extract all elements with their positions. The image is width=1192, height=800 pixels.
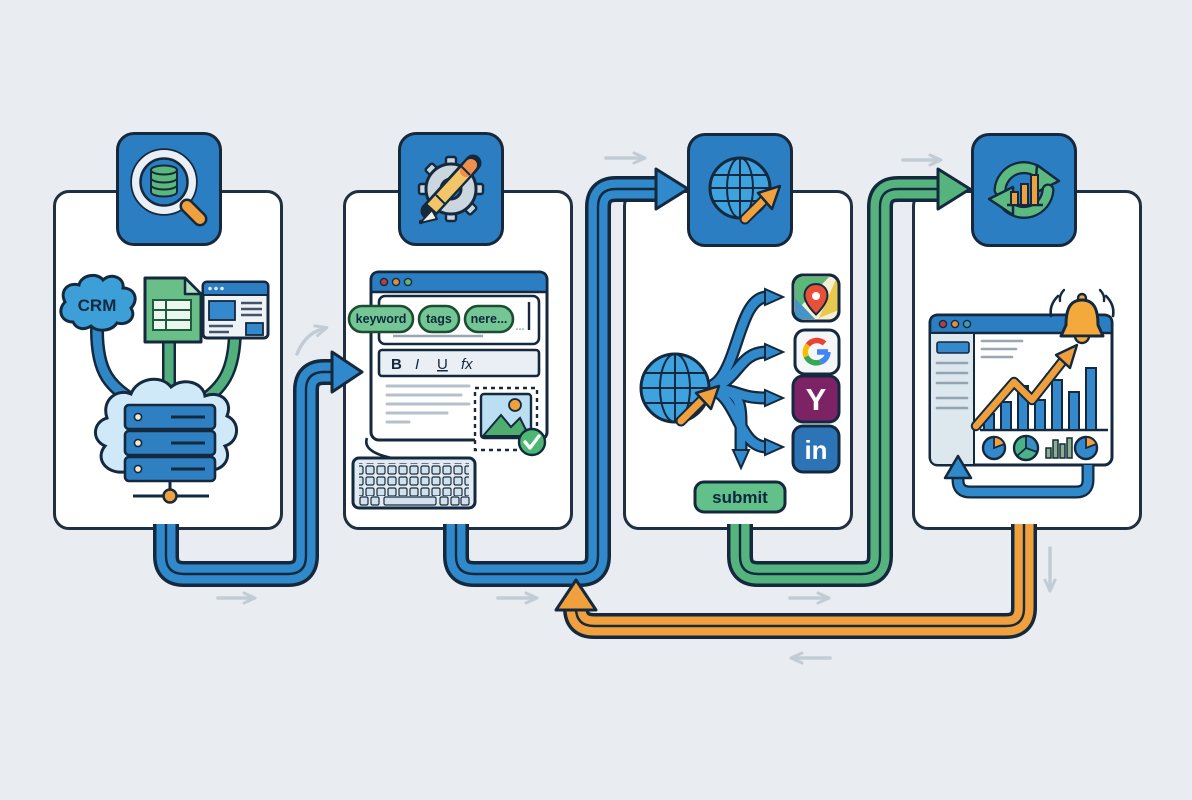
cloud-server-icon: [94, 377, 238, 504]
window-dot-teal: [962, 319, 972, 329]
window-dot-orange: [391, 277, 401, 287]
spreadsheet-icon: [143, 276, 203, 344]
tag-chip-keyword[interactable]: keyword: [347, 304, 415, 334]
crm-label: CRM: [78, 296, 117, 315]
database-search-icon: [130, 148, 208, 227]
globe-cursor-icon: [639, 352, 721, 427]
window-dot-red: [379, 277, 389, 287]
platform-icon-yahoo[interactable]: Y: [791, 374, 841, 424]
input-ellipsis: ...: [515, 321, 524, 333]
window-dot-green: [403, 277, 413, 287]
gear-pencil-icon: [417, 154, 485, 225]
network-node-dot: [162, 488, 178, 504]
svg-text:nere...: nere...: [471, 312, 508, 326]
sync-analytics-icon: [987, 161, 1061, 219]
pipe-feedback-loop: [554, 524, 1037, 639]
bar-chart: [980, 367, 1108, 432]
window-dot-red: [938, 319, 948, 329]
platform-icon-linkedin[interactable]: in: [791, 424, 841, 474]
underline-button[interactable]: U: [437, 356, 448, 373]
crm-cloud-icon: CRM: [59, 273, 137, 332]
database-icon: [150, 164, 178, 198]
spacebar-key: [383, 496, 437, 506]
step2-badge: [398, 132, 504, 246]
hint-arrow-curved: [295, 324, 329, 356]
check-icon: [517, 427, 547, 457]
bar-chart-icon: [1007, 174, 1043, 207]
svg-text:keyword: keyword: [356, 312, 407, 326]
mini-charts-row: [981, 434, 1099, 462]
tag-chips: keyword tags nere... ...: [347, 302, 531, 334]
tag-chip-more[interactable]: nere...: [463, 304, 515, 334]
sun-icon: [508, 398, 522, 412]
svg-text:tags: tags: [426, 312, 452, 326]
svg-text:Y: Y: [806, 382, 827, 417]
notification-bell-icon: [1049, 288, 1115, 345]
panel4-graphics: [928, 288, 1115, 499]
globe-cursor-icon: [708, 156, 782, 225]
webpage-icon: [201, 280, 270, 340]
dashboard-text-lines: [980, 339, 1024, 359]
image-placeholder[interactable]: [473, 386, 547, 457]
keyboard-icon: [351, 437, 477, 510]
trend-arrow: [970, 343, 1079, 432]
submit-button[interactable]: submit: [693, 480, 787, 514]
refresh-loop-arrow: [943, 454, 1095, 499]
format-toolbar: B I U fx: [377, 348, 541, 378]
italic-button[interactable]: I: [415, 356, 419, 373]
formula-button[interactable]: fx: [461, 356, 473, 373]
mini-bars-icon: [1045, 437, 1073, 459]
window-dot-orange: [950, 319, 960, 329]
bold-button[interactable]: B: [391, 356, 402, 373]
platform-icon-google[interactable]: [793, 328, 841, 376]
sidebar-menu-lines: [935, 361, 969, 410]
distribution-arrows: [696, 287, 786, 471]
sidebar-button[interactable]: [936, 341, 970, 354]
platform-icon-google-maps[interactable]: [791, 273, 841, 323]
step4-badge: [971, 133, 1077, 247]
tag-chip-tags[interactable]: tags: [417, 304, 461, 334]
svg-text:submit: submit: [712, 488, 768, 507]
svg-text:in: in: [804, 435, 827, 465]
step1-badge: [116, 132, 222, 246]
step3-badge: [687, 133, 793, 247]
